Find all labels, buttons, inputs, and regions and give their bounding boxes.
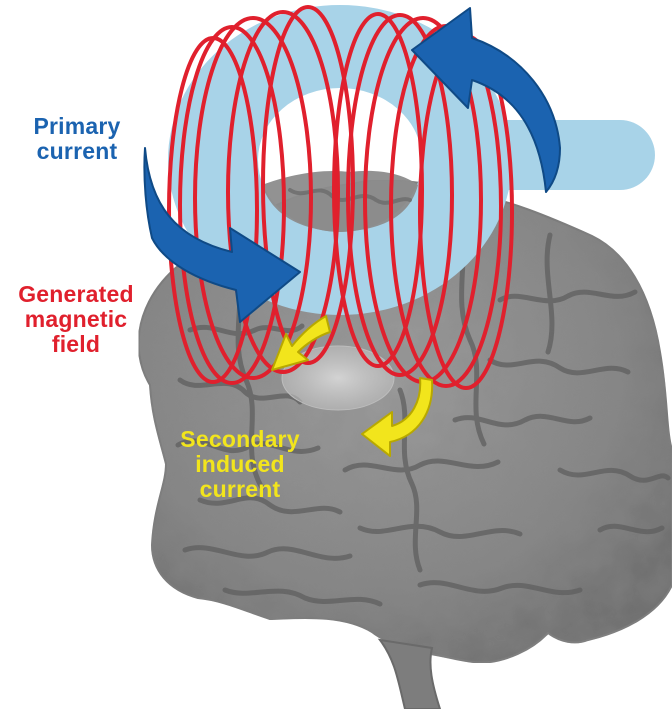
label-line: current [160, 477, 320, 502]
label-line: Primary [2, 114, 152, 139]
label-line: Generated [0, 282, 152, 307]
label-line: current [2, 139, 152, 164]
magnetic-field-label: Generated magnetic field [0, 282, 152, 357]
label-line: induced [160, 452, 320, 477]
label-line: Secondary [160, 427, 320, 452]
primary-current-label: Primary current [2, 114, 152, 164]
label-line: field [0, 332, 152, 357]
label-line: magnetic [0, 307, 152, 332]
coil-handle [500, 120, 655, 190]
secondary-current-label: Secondary induced current [160, 427, 320, 502]
